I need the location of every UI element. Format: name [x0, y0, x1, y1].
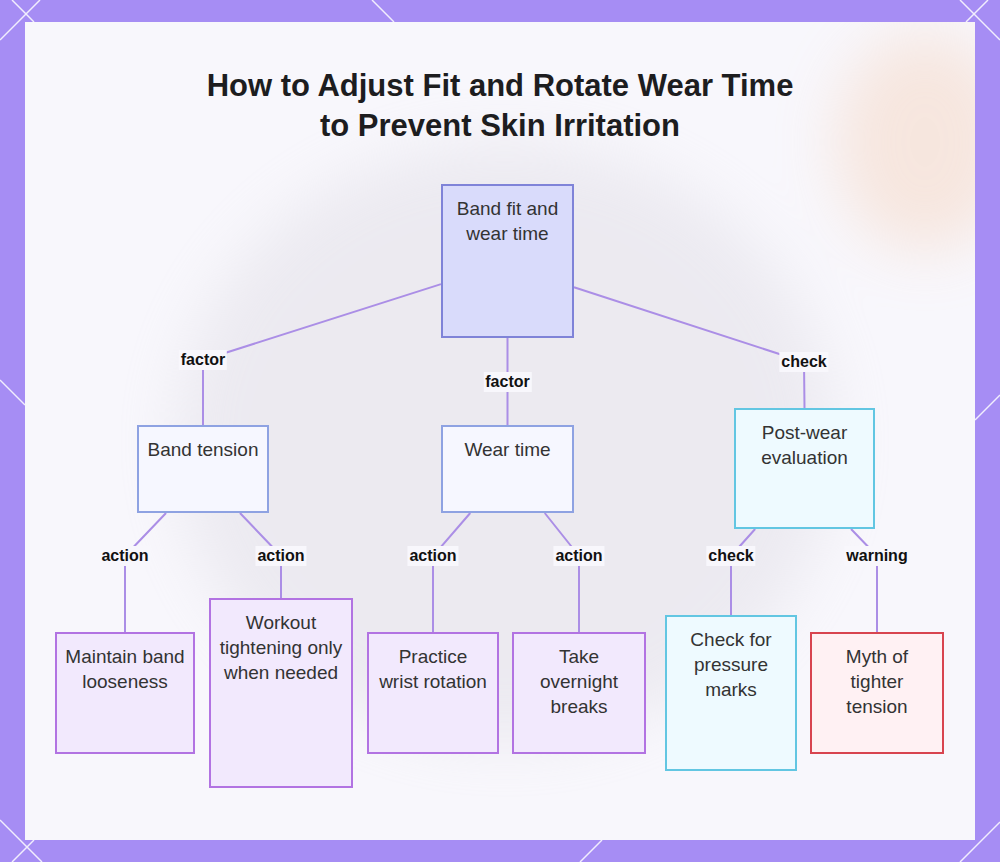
action-box: Practice wrist rotation	[367, 632, 499, 754]
node-text: Practice wrist rotation	[377, 644, 489, 694]
node-text: Band tension	[147, 437, 259, 462]
node-text: Maintain band looseness	[65, 644, 185, 694]
root-box: Band fit and wear time	[441, 184, 574, 338]
edge-label: warning	[844, 546, 909, 566]
edge-label: check	[779, 352, 828, 372]
action-box: Workout tightening only when needed	[209, 598, 353, 788]
connector-line	[545, 513, 579, 632]
factor-box: Band tension	[137, 425, 269, 513]
connector-line	[203, 284, 441, 425]
node-text: Take overnight breaks	[522, 644, 636, 719]
node-text: Myth of tighter tension	[820, 644, 934, 719]
connector-line	[125, 513, 166, 632]
node-text: Check for pressure marks	[675, 627, 787, 702]
diagram-title: How to Adjust Fit and Rotate Wear Time t…	[190, 66, 810, 146]
edge-label: action	[553, 546, 604, 566]
node-text: Wear time	[451, 437, 564, 462]
action-box: Maintain band looseness	[55, 632, 195, 754]
connector-line	[433, 513, 470, 632]
factor-box: Wear time	[441, 425, 574, 513]
connector-line	[574, 287, 805, 408]
action-box: Take overnight breaks	[512, 632, 646, 754]
check-box: Check for pressure marks	[665, 615, 797, 771]
edge-label: action	[407, 546, 458, 566]
edge-label: action	[255, 546, 306, 566]
node-text: Post-wear evaluation	[744, 420, 865, 470]
node-text: Band fit and wear time	[451, 196, 564, 246]
edge-label: factor	[483, 372, 531, 392]
edge-label: factor	[179, 350, 227, 370]
check-box: Post-wear evaluation	[734, 408, 875, 529]
connector-line	[851, 529, 877, 632]
connector-line	[731, 529, 755, 615]
edge-label: check	[706, 546, 755, 566]
edge-label: action	[99, 546, 150, 566]
warning-box: Myth of tighter tension	[810, 632, 944, 754]
node-text: Workout tightening only when needed	[219, 610, 343, 685]
